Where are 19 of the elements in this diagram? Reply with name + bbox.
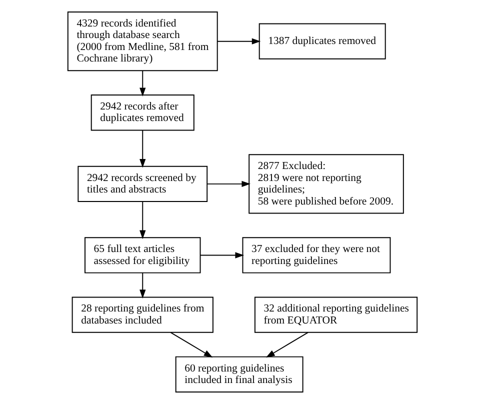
arrow	[140, 201, 146, 240]
node-box: 2942 records after duplicates removed	[90, 94, 194, 131]
arrow	[206, 180, 251, 188]
arrow	[266, 332, 309, 358]
arrow	[140, 130, 146, 168]
arrow	[216, 38, 261, 44]
node-box: 2942 records screened by titles and abstracts	[78, 166, 208, 202]
node-box: 28 reporting guidelines from databases included	[72, 296, 214, 333]
node-box: 37 excluded for they were not reporting guidelines	[242, 237, 391, 274]
node-box: 1387 duplicates removed	[258, 23, 386, 60]
arrow	[140, 70, 146, 96]
node-box: 32 additional reporting guidelines from EQUATOR	[254, 296, 418, 333]
arrow	[170, 332, 213, 358]
node-box: 65 full text articles assessed for eligibility	[84, 237, 201, 274]
arrow	[200, 252, 244, 258]
arrow	[140, 272, 146, 298]
node-box: 60 reporting guidelines included in final analysis	[175, 356, 304, 392]
node-box: 2877 Excluded: 2819 were not reporting guidelines; 58 were published before 2009.	[248, 154, 404, 214]
node-box: 4329 records identified through database search (2000 from Medline, 581 from Cochrane library)	[67, 12, 218, 72]
